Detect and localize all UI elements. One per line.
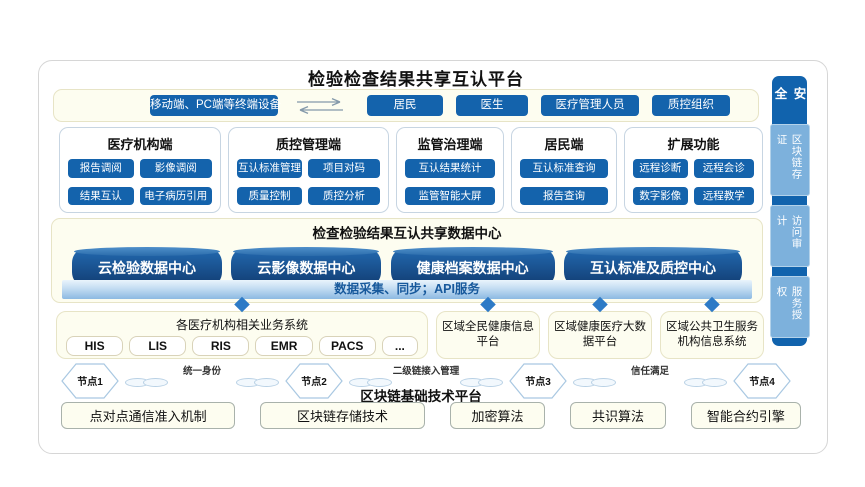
security-item-blockchain-evidence[interactable]: 区块链存证 — [769, 124, 810, 197]
feature-button[interactable]: 报告调阅 — [68, 159, 134, 178]
diagram-frame: 检验检查结果共享互认平台 移动端、PC端等终端设备 居民 医生 医疗管理人员 质… — [38, 60, 828, 454]
feature-button[interactable]: 数字影像 — [633, 186, 688, 205]
feature-button[interactable]: 远程教学 — [693, 186, 754, 205]
system-pill-more[interactable]: ... — [381, 336, 418, 356]
chain-segment-label: 信任满足 — [630, 366, 669, 377]
client-box-title: 医疗机构端 — [107, 137, 173, 152]
client-box-qc-management: 质控管理端 互认标准管理 项目对码 质量控制 质控分析 — [228, 127, 389, 213]
client-box-extended: 扩展功能 远程诊断 远程会诊 数字影像 远程教学 — [624, 127, 763, 213]
public-health-systems-box: 区域公共卫生服务机构信息系统 — [660, 296, 764, 359]
blockchain-tech-consensus[interactable]: 共识算法 — [570, 402, 666, 429]
client-box-title: 监管治理端 — [417, 137, 483, 152]
system-pill-ris[interactable]: RIS — [192, 336, 250, 356]
security-title: 安全 — [772, 87, 806, 103]
feature-button[interactable]: 报告查询 — [520, 186, 608, 205]
chain-segment: 统一身份 — [119, 363, 285, 399]
feature-button[interactable]: 结果互认 — [68, 186, 134, 205]
feature-button[interactable]: 远程诊断 — [633, 159, 688, 178]
source-systems-row: 各医疗机构相关业务系统 HIS LIS RIS EMR PACS ... 区域全… — [56, 296, 764, 359]
terminal-user-row: 移动端、PC端等终端设备 居民 医生 医疗管理人员 质控组织 — [53, 89, 759, 122]
feature-button[interactable]: 电子病历引用 — [139, 186, 212, 205]
data-center-panel: 检查检验结果互认共享数据中心 云检验数据中心 云影像数据中心 健康档案数据中心 … — [51, 218, 763, 303]
security-item-access-audit[interactable]: 访问审计 — [769, 205, 810, 268]
feature-button[interactable]: 质量控制 — [237, 186, 303, 205]
feature-button[interactable]: 互认结果统计 — [405, 159, 495, 178]
database-cylinder-health-record[interactable]: 健康档案数据中心 — [390, 247, 555, 285]
blockchain-tech-p2p[interactable]: 点对点通信准入机制 — [61, 402, 236, 429]
terminal-device-button[interactable]: 移动端、PC端等终端设备 — [150, 94, 281, 117]
blockchain-tech-encryption[interactable]: 加密算法 — [449, 402, 546, 429]
user-doctor-button[interactable]: 医生 — [456, 94, 528, 117]
feature-button[interactable]: 远程会诊 — [693, 159, 754, 178]
svg-text:节点1: 节点1 — [77, 375, 103, 388]
hospital-systems-title: 各医疗机构相关业务系统 — [175, 318, 308, 332]
system-pill-emr[interactable]: EMR — [255, 336, 313, 356]
feature-button[interactable]: 监管智能大屏 — [405, 186, 495, 205]
client-box-title: 质控管理端 — [275, 137, 341, 152]
database-cylinder-standard-qc[interactable]: 互认标准及质控中心 — [563, 247, 742, 285]
feature-button[interactable]: 互认标准管理 — [237, 159, 303, 178]
platform-label: 区域健康医疗大数据平台 — [554, 321, 646, 348]
hospital-systems-box: 各医疗机构相关业务系统 HIS LIS RIS EMR PACS ... — [56, 296, 428, 359]
chain-link-icon — [591, 378, 616, 387]
security-item-service-auth[interactable]: 服务授权 — [769, 276, 810, 339]
chain-segment-label: 二级链接入管理 — [392, 366, 460, 377]
blockchain-platform-title: 区块链基础技术平台 — [360, 389, 482, 404]
chain-link-icon — [143, 378, 168, 387]
svg-text:节点2: 节点2 — [301, 375, 327, 388]
user-resident-button[interactable]: 居民 — [367, 94, 443, 117]
node-hexagon-3: 节点3 — [509, 363, 567, 399]
blockchain-tech-smart-contract[interactable]: 智能合约引擎 — [690, 402, 801, 429]
data-center-title: 检查检验结果互认共享数据中心 — [312, 226, 502, 241]
chain-segment: 信任满足 — [567, 363, 733, 399]
chain-link-icon — [702, 378, 727, 387]
client-box-title: 扩展功能 — [667, 137, 720, 152]
client-box-resident: 居民端 互认标准查询 报告查询 — [511, 127, 617, 213]
feature-button[interactable]: 影像调阅 — [139, 159, 212, 178]
feature-button[interactable]: 互认标准查询 — [520, 159, 608, 178]
system-pill-his[interactable]: HIS — [66, 336, 124, 356]
feature-button[interactable]: 质控分析 — [308, 186, 380, 205]
client-box-hospital: 医疗机构端 报告调阅 影像调阅 结果互认 电子病历引用 — [59, 127, 221, 213]
blockchain-tech-row: 点对点通信准入机制 区块链存储技术 加密算法 共识算法 智能合约引擎 — [61, 402, 801, 429]
system-pill-lis[interactable]: LIS — [129, 336, 187, 356]
exchange-arrows-icon — [297, 97, 343, 114]
user-medical-admin-button[interactable]: 医疗管理人员 — [541, 94, 639, 117]
node-hexagon-2: 节点2 — [285, 363, 343, 399]
client-box-title: 居民端 — [544, 137, 584, 152]
regional-bigdata-platform-box: 区域健康医疗大数据平台 — [548, 296, 652, 359]
database-cylinder-imaging[interactable]: 云影像数据中心 — [231, 247, 382, 285]
platform-label: 区域全民健康信息平台 — [442, 321, 534, 348]
chain-segment: 二级链接入管理 — [343, 363, 509, 399]
page-title: 检验检查结果共享互认平台 — [308, 70, 524, 89]
svg-text:节点4: 节点4 — [749, 375, 775, 388]
feature-button[interactable]: 项目对码 — [308, 159, 380, 178]
chain-link-icon — [254, 378, 279, 387]
data-collection-bar: 数据采集、同步；API服务 — [62, 280, 752, 299]
chain-segment-label: 统一身份 — [182, 366, 221, 377]
client-box-supervision: 监管治理端 互认结果统计 监管智能大屏 — [396, 127, 504, 213]
node-hexagon-1: 节点1 — [61, 363, 119, 399]
database-cylinder-lab[interactable]: 云检验数据中心 — [72, 247, 222, 285]
security-sidebar: 安全 区块链存证 访问审计 服务授权 — [769, 76, 810, 346]
platform-label: 区域公共卫生服务机构信息系统 — [666, 321, 758, 348]
system-pill-pacs[interactable]: PACS — [318, 336, 376, 356]
regional-health-info-platform-box: 区域全民健康信息平台 — [436, 296, 540, 359]
chain-link-icon — [367, 378, 392, 387]
blockchain-tech-storage[interactable]: 区块链存储技术 — [260, 402, 425, 429]
user-qc-org-button[interactable]: 质控组织 — [652, 94, 730, 117]
chain-link-icon — [478, 378, 503, 387]
node-hexagon-4: 节点4 — [733, 363, 791, 399]
svg-text:节点3: 节点3 — [525, 375, 551, 388]
blockchain-node-chain: 节点1 统一身份 节点2 二级链接入管理 节点3 信任满足 — [61, 363, 791, 399]
client-sections-row: 医疗机构端 报告调阅 影像调阅 结果互认 电子病历引用 质控管理端 互认标准管理… — [59, 127, 763, 213]
